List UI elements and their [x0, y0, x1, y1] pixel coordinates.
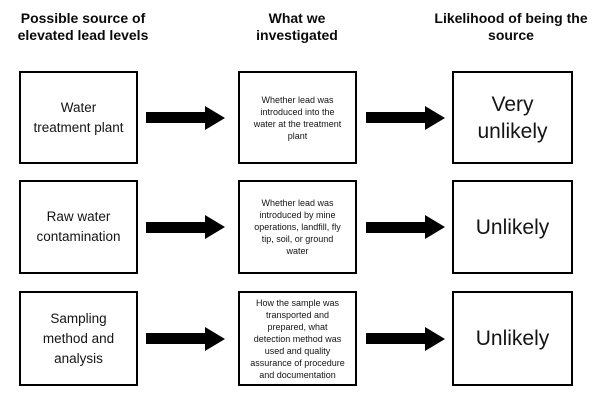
source-box-water-treatment-plant: Water treatment plant	[19, 71, 138, 164]
arrow-shaft	[146, 333, 205, 344]
arrow-head-icon	[205, 326, 225, 351]
arrow-right-icon	[146, 71, 226, 164]
arrow-right-icon	[366, 180, 446, 274]
likelihood-box-unlikely-raw-water: Unlikely	[452, 180, 573, 274]
source-box-raw-water-contamination: Raw water contamination	[19, 180, 138, 274]
arrow-shaft	[366, 221, 425, 233]
arrow-shaft	[366, 112, 425, 123]
investigated-box-raw-water: Whether lead was introduced by mine oper…	[238, 180, 357, 274]
column-header-possible-source: Possible source of elevated lead levels	[17, 10, 149, 43]
investigated-box-sampling-method: How the sample was transported and prepa…	[238, 291, 357, 386]
arrow-right-icon	[366, 291, 446, 386]
column-header-likelihood: Likelihood of being the source	[434, 10, 588, 43]
arrow-head-icon	[205, 215, 225, 239]
likelihood-box-unlikely-sampling: Unlikely	[452, 291, 573, 386]
arrow-head-icon	[425, 215, 445, 239]
arrow-shaft	[366, 333, 425, 344]
column-header-what-we-investigated: What we investigated	[256, 10, 338, 43]
arrow-right-icon	[146, 180, 226, 274]
arrow-head-icon	[425, 105, 445, 130]
arrow-shaft	[146, 221, 205, 233]
arrow-right-icon	[366, 71, 446, 164]
arrow-shaft	[146, 112, 205, 123]
arrow-right-icon	[146, 291, 226, 386]
source-box-sampling-method: Sampling method and analysis	[19, 291, 138, 386]
arrow-head-icon	[425, 326, 445, 351]
investigated-box-treatment-plant: Whether lead was introduced into the wat…	[238, 71, 357, 164]
likelihood-box-very-unlikely: Very unlikely	[452, 71, 573, 164]
arrow-head-icon	[205, 105, 225, 130]
